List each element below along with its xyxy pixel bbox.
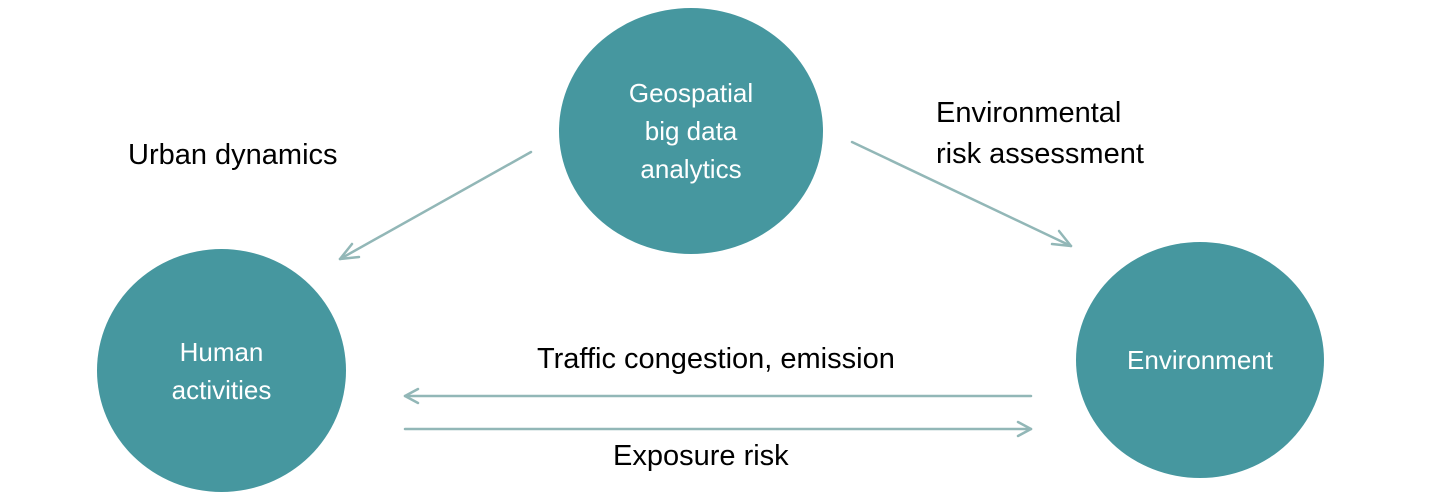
arrow-geo-to-human [338, 150, 533, 261]
node-geospatial-big-data-analytics: Geospatial big data analytics [559, 8, 823, 254]
node-human-label: Human activities [171, 336, 272, 405]
arrow-environment-to-human [403, 387, 1033, 405]
node-geospatial-label: Geospatial big data analytics [628, 78, 754, 184]
edge-label-traffic-congestion-emission: Traffic congestion, emission [537, 343, 895, 375]
edge-label-urban-dynamics: Urban dynamics [128, 139, 338, 171]
node-environment-label: Environment [1127, 345, 1273, 375]
edge-label-exposure-risk: Exposure risk [613, 440, 789, 472]
node-human-activities: Human activities [97, 249, 346, 492]
node-environment: Environment [1076, 242, 1324, 478]
arrow-human-to-environment [403, 420, 1033, 438]
edge-label-environmental-risk-assessment: Environmental risk assessment [936, 97, 1144, 170]
arrow-geo-to-environment [850, 140, 1073, 248]
